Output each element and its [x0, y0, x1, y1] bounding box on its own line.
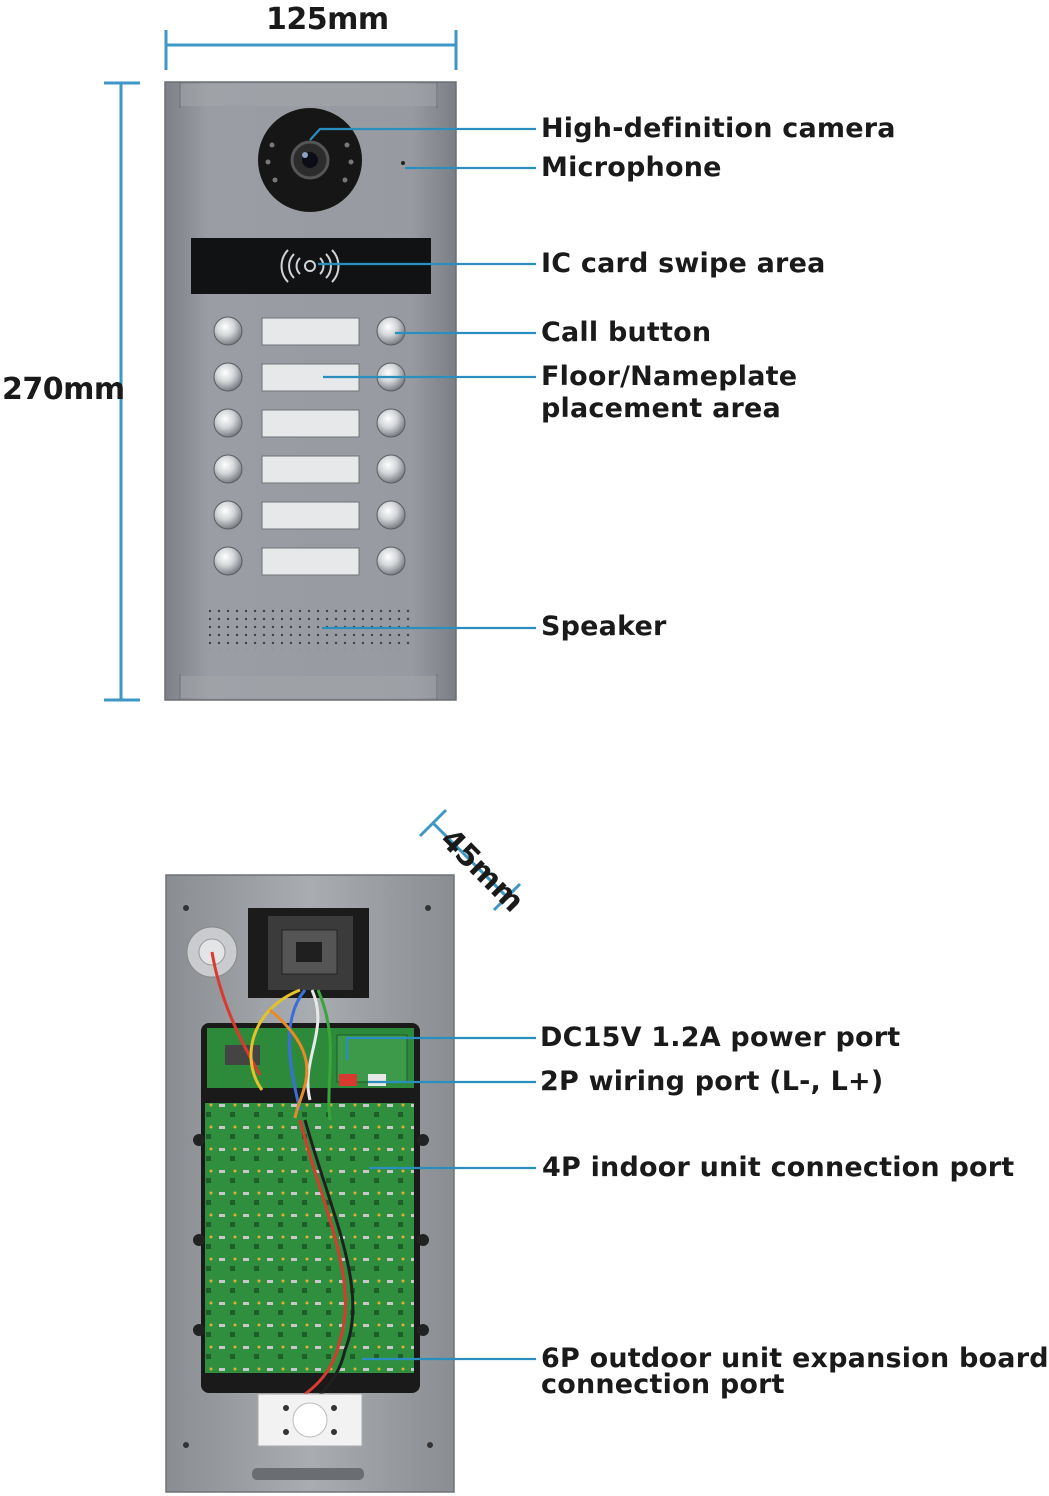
nameplate-label-line1: Floor/Nameplate [541, 361, 798, 392]
height-dimension-label: 270mm [2, 372, 125, 407]
call-button [376, 408, 406, 438]
nameplate [261, 409, 360, 438]
front-panel [164, 81, 457, 701]
width-dimension-label: 125mm [266, 2, 389, 37]
nameplate [261, 363, 360, 392]
button-row [213, 500, 406, 530]
back-leaders [345, 1036, 536, 1361]
call-button [213, 362, 243, 392]
speaker-label: Speaker [541, 611, 667, 642]
call-button [376, 316, 406, 346]
front-leaders [309, 127, 536, 630]
expansion-port-label-line2: connection port [541, 1369, 785, 1400]
nameplate-label-line2: placement area [541, 393, 781, 424]
call-button [376, 454, 406, 484]
power-port-label: DC15V 1.2A power port [540, 1022, 901, 1053]
wiring-port-label: 2P wiring port (L-, L+) [540, 1066, 884, 1097]
depth-dimension [418, 808, 522, 912]
button-row [213, 454, 406, 484]
indoor-port-label: 4P indoor unit connection port [542, 1152, 1015, 1183]
camera-label: High-definition camera [541, 113, 896, 144]
camera-module [258, 108, 362, 212]
button-row [213, 408, 406, 438]
ic-card-label: IC card swipe area [541, 248, 826, 279]
width-dimension [164, 30, 458, 70]
main-board [201, 1023, 420, 1393]
button-row [213, 316, 406, 346]
call-button-rows [213, 316, 406, 576]
call-button [213, 546, 243, 576]
camera-board [248, 908, 369, 998]
call-button [376, 500, 406, 530]
call-button [376, 546, 406, 576]
call-button [213, 316, 243, 346]
call-button-label: Call button [541, 317, 712, 348]
microphone-label: Microphone [541, 152, 722, 183]
height-dimension [104, 81, 140, 702]
button-row [213, 362, 406, 392]
button-row [213, 546, 406, 576]
microphone-hole [401, 161, 405, 165]
mounting-posts [193, 1134, 429, 1336]
call-button [213, 500, 243, 530]
nameplate [261, 501, 360, 530]
nameplate [261, 547, 360, 576]
call-button [213, 408, 243, 438]
nameplate [261, 455, 360, 484]
intercom-diagram [104, 30, 536, 1493]
call-button [213, 454, 243, 484]
expansion-port-label-line1: 6P outdoor unit expansion board [541, 1343, 1049, 1374]
back-panel [165, 874, 455, 1493]
ic-card-strip [191, 238, 431, 294]
nameplate [261, 317, 360, 346]
rear-speaker [257, 1393, 363, 1447]
